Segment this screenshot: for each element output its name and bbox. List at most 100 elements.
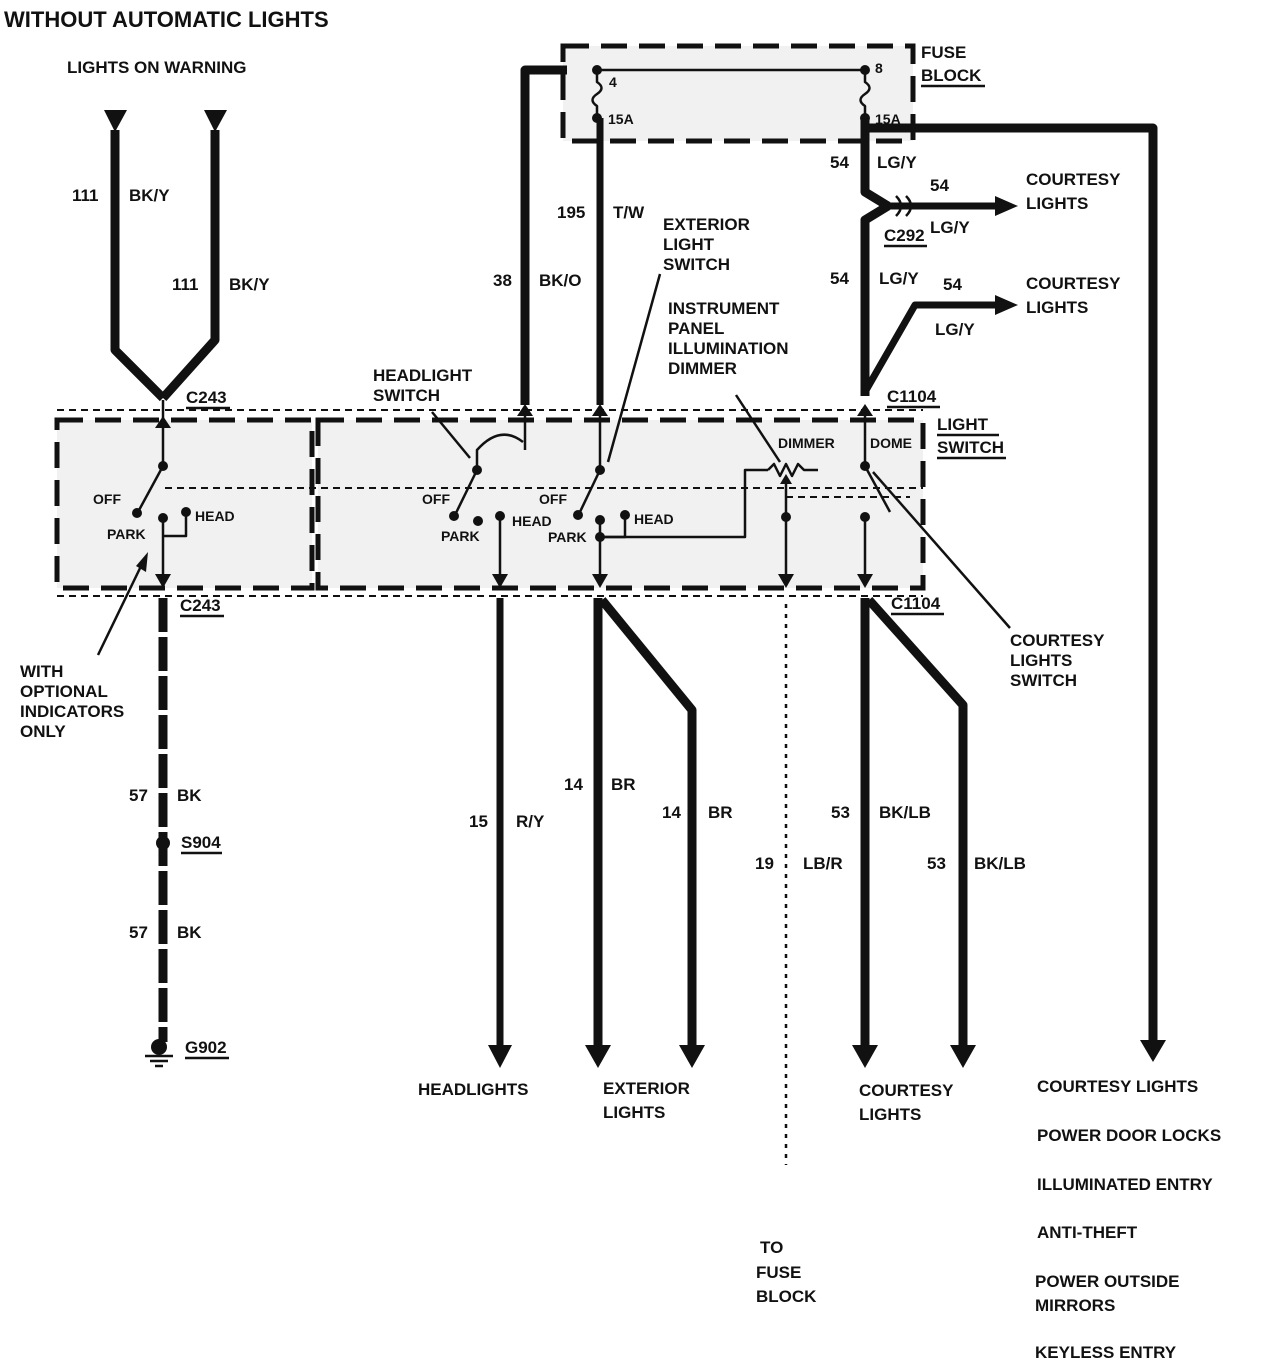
warning-arrow-right-icon <box>204 110 227 132</box>
feed-down-arrow-icon <box>1140 1040 1166 1062</box>
courtesy-2-arrow-icon <box>995 295 1018 315</box>
wire-38-circuit: 38 <box>493 271 512 290</box>
exterior-park-label: PARK <box>548 529 587 545</box>
wire-57-upper-color: BK <box>177 786 202 805</box>
ground-circuit: C243 S904 57 BK 57 BK G902 <box>129 596 229 1068</box>
ip-dimmer-label-line1: INSTRUMENT <box>668 299 780 318</box>
headlight-park-label: PARK <box>441 528 480 544</box>
wire-15-circuit: 15 <box>469 812 488 831</box>
wire-14-right <box>598 597 697 1048</box>
fuse-block-label-line1: FUSE <box>921 43 966 62</box>
wire-57-lower-circuit: 57 <box>129 923 148 942</box>
fuse-8-top-terminal <box>860 65 870 75</box>
fuse-4-element <box>591 70 603 118</box>
wire-38 <box>520 65 567 405</box>
optional-note-line2: OPTIONAL <box>20 682 108 701</box>
headlight-feed-arrow-icon <box>517 404 533 416</box>
exterior-switch-blade <box>577 469 602 515</box>
warning-switch-off-contact <box>132 508 142 518</box>
headlights-arrow-icon <box>488 1045 512 1068</box>
headlight-park-contact <box>473 516 483 526</box>
dimmer-wiper-arrow-icon <box>780 474 792 484</box>
wire-54-c-circuit: 54 <box>830 269 849 288</box>
wire-54-b-color: LG/Y <box>930 218 970 237</box>
exterior-lights-line2: LIGHTS <box>603 1103 665 1122</box>
wire-111-right <box>159 130 220 402</box>
wire-195-color: T/W <box>613 203 645 222</box>
feed-item-7: KEYLESS ENTRY <box>1035 1343 1177 1362</box>
wire-15-color: R/Y <box>516 812 545 831</box>
wire-fuse8-feed <box>865 123 1158 1042</box>
g902-label: G902 <box>185 1038 227 1057</box>
courtesy-switch-leader <box>872 471 1011 629</box>
wire-19-circuit: 19 <box>755 854 774 873</box>
feed-item-4: ANTI-THEFT <box>1037 1223 1138 1242</box>
optional-note-line1: WITH <box>20 662 63 681</box>
c243-lower-arrow-icon <box>155 574 171 588</box>
optional-note-leader <box>96 561 145 656</box>
dimmer-junction <box>781 512 791 522</box>
wire-14-right-color: BR <box>708 803 733 822</box>
wire-54-upper <box>860 118 891 210</box>
lights-on-warning-label: LIGHTS ON WARNING <box>67 58 246 77</box>
fuse-block-label-line2: BLOCK <box>921 66 982 85</box>
courtesy-top2-line1: COURTESY <box>1026 274 1121 293</box>
light-switch-label-line1: LIGHT <box>937 415 989 434</box>
wire-53-right-color: BK/LB <box>974 854 1026 873</box>
wire-54-b-circuit: 54 <box>930 176 949 195</box>
optional-note-arrow-icon <box>136 552 148 572</box>
fuse-8-number: 8 <box>875 60 883 76</box>
ip-dimmer-label-line2: PANEL <box>668 319 724 338</box>
headlight-feed-loop <box>475 433 524 468</box>
optional-note-line3: INDICATORS <box>20 702 124 721</box>
s904-label: S904 <box>181 833 221 852</box>
warning-switch-park-label: PARK <box>107 526 146 542</box>
light-switch-label-line2: SWITCH <box>937 438 1004 457</box>
dome-output-arrow-icon <box>857 574 873 588</box>
to-fuse-block-line2: FUSE <box>756 1263 801 1282</box>
dome-feed-arrow-icon <box>857 404 873 416</box>
fuse-8-element <box>859 70 871 118</box>
wire-54-d-circuit: 54 <box>943 275 962 294</box>
c1104-upper-label: C1104 <box>887 387 937 406</box>
wire-54-a-circuit: 54 <box>830 153 849 172</box>
wire-111-right-color: BK/Y <box>229 275 270 294</box>
ground-icon <box>145 1039 173 1068</box>
wire-111-right-circuit: 111 <box>172 275 199 294</box>
wire-14-left-color: BR <box>611 775 636 794</box>
wire-54-d-color: LG/Y <box>935 320 975 339</box>
wire-54-c-color: LG/Y <box>879 269 919 288</box>
output-wires: 15 R/Y HEADLIGHTS 14 BR 14 BR EXTERIOR L… <box>418 594 1026 1124</box>
courtesy-bottom-arrow-left-icon <box>852 1045 878 1068</box>
optional-indicators-note: WITH OPTIONAL INDICATORS ONLY <box>20 552 148 741</box>
dimmer-output-arrow-icon <box>778 574 794 588</box>
s904-splice <box>156 836 170 850</box>
courtesy-top2-line2: LIGHTS <box>1026 298 1088 317</box>
exterior-off-label: OFF <box>539 491 567 507</box>
wire-195-circuit: 195 <box>557 203 585 222</box>
exterior-lights-line1: EXTERIOR <box>603 1079 690 1098</box>
headlight-switch-blade <box>453 469 479 516</box>
dome-switch-blade <box>863 465 892 513</box>
headlight-head-label: HEAD <box>512 513 552 529</box>
exterior-switch-label-line2: LIGHT <box>663 235 715 254</box>
fuse-block-outline <box>560 43 916 144</box>
headlight-output-arrow-icon <box>492 574 508 588</box>
warning-switch-blade <box>136 465 165 513</box>
right-switch-box <box>315 417 926 591</box>
battery-feed-circuit: COURTESY LIGHTS POWER DOOR LOCKS ILLUMIN… <box>865 123 1221 1362</box>
c243-upper-arrow-icon <box>155 416 171 428</box>
courtesy-switch-label-line3: SWITCH <box>1010 671 1077 690</box>
ip-dimmer-leader <box>734 394 782 463</box>
fuse-4-number: 4 <box>609 74 617 90</box>
c1104-lower-label: C1104 <box>891 594 941 613</box>
courtesy-switch-label-line1: COURTESY <box>1010 631 1105 650</box>
exterior-switch-label-line1: EXTERIOR <box>663 215 750 234</box>
exterior-head-label: HEAD <box>634 511 674 527</box>
wire-54-courtesy-2 <box>861 301 998 394</box>
headlight-switch-label-line1: HEADLIGHT <box>373 366 473 385</box>
wire-53-right-circuit: 53 <box>927 854 946 873</box>
courtesy-top1-line2: LIGHTS <box>1026 194 1088 213</box>
courtesy-feed-circuit: 54 LG/Y 54 LG/Y C292 54 LG/Y 54 LG/Y COU… <box>786 118 1121 690</box>
